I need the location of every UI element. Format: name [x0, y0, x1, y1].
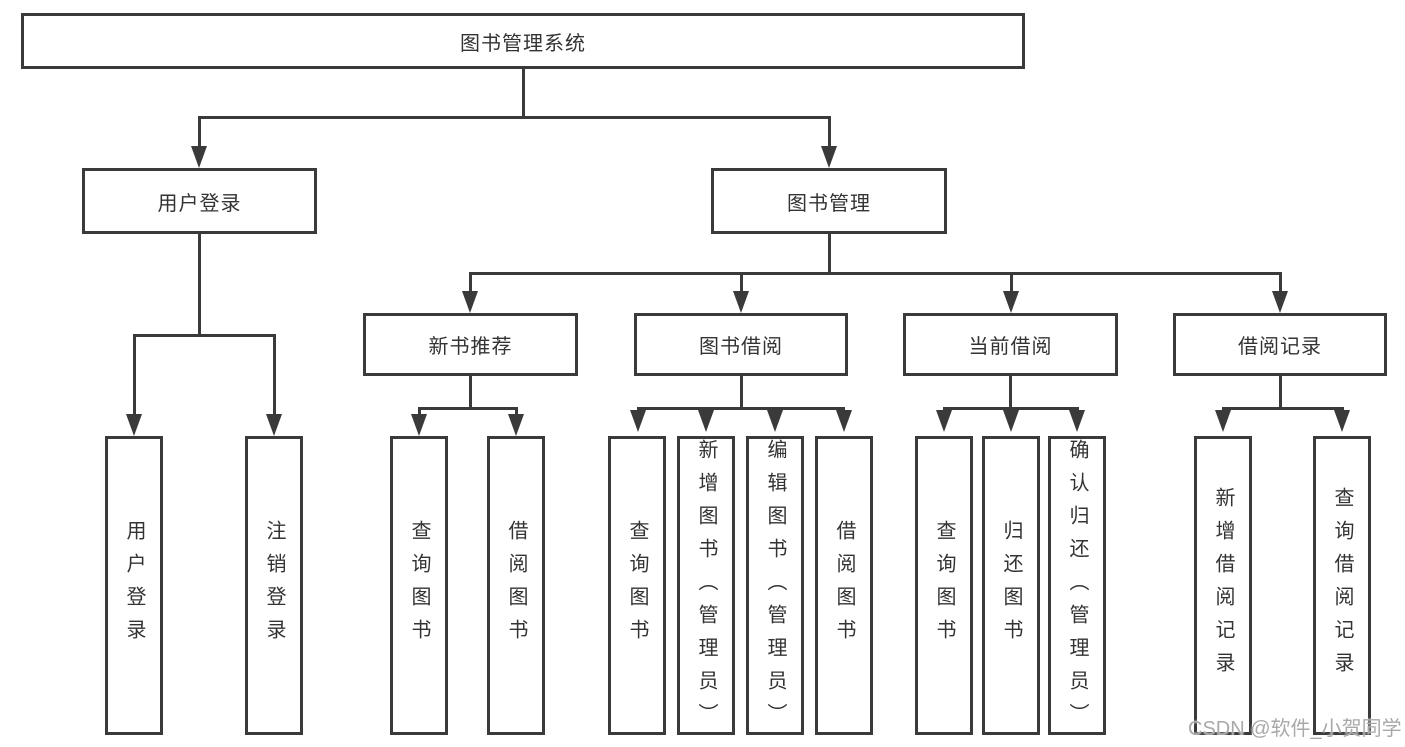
leaf-edit-books-admin: 编辑图书（管理员） [746, 436, 804, 736]
leaf-add-borrow-record-label: 新增借阅记录 [1212, 486, 1234, 685]
node-root-label: 图书管理系统 [460, 32, 586, 55]
arrow-down-icon [1272, 291, 1288, 313]
leaf-query-borrow-record-label: 查询借阅记录 [1331, 486, 1353, 685]
leaf-logout: 注销登录 [245, 436, 303, 735]
node-borrow-records-label: 借阅记录 [1238, 336, 1322, 358]
connector-bookmgmt-drop-1 [468, 273, 472, 293]
node-current-borrow: 当前借阅 [903, 313, 1118, 376]
leaf-borrow-books-1-label: 借阅图书 [505, 519, 527, 652]
connector-userlogin-rail [132, 333, 276, 337]
leaf-query-books-1: 查询图书 [390, 436, 448, 735]
arrow-down-icon [462, 291, 478, 313]
arrow-down-icon [508, 414, 524, 436]
connector-root-stem [521, 69, 525, 117]
connector-bookmgmt-drop-2 [739, 273, 743, 293]
leaf-query-books-2: 查询图书 [608, 436, 666, 735]
leaf-borrow-books-1: 借阅图书 [487, 436, 545, 735]
leaf-return-books-label: 归还图书 [1000, 519, 1022, 652]
node-book-borrow: 图书借阅 [634, 313, 848, 376]
connector-bookmgmt-drop-4 [1278, 273, 1282, 293]
connector-currentborrow-rail [942, 406, 1079, 410]
node-borrow-records: 借阅记录 [1173, 313, 1387, 376]
leaf-confirm-return-admin-label: 确认归还（管理员） [1066, 439, 1088, 736]
connector-newbook-stem [469, 376, 472, 408]
node-root: 图书管理系统 [21, 13, 1025, 69]
connector-currentborrow-stem [1009, 376, 1012, 408]
leaf-user-login-label: 用户登录 [123, 519, 145, 652]
leaf-query-books-1-label: 查询图书 [408, 519, 430, 652]
connector-userlogin-drop-2 [272, 335, 276, 415]
leaf-logout-label: 注销登录 [263, 519, 285, 652]
node-new-book-recommend-label: 新书推荐 [428, 336, 513, 358]
connector-borrowrecords-stem [1278, 376, 1282, 408]
connector-bookmgmt-drop-3 [1009, 273, 1013, 293]
connector-bookmgmt-stem [827, 234, 831, 273]
leaf-return-books: 归还图书 [982, 436, 1040, 735]
leaf-confirm-return-admin: 确认归还（管理员） [1048, 436, 1106, 736]
connector-bookborrow-rail [636, 406, 845, 410]
connector-newbook-drop-1 [417, 408, 421, 417]
leaf-add-books-admin: 新增图书（管理员） [677, 436, 735, 736]
node-current-borrow-label: 当前借阅 [968, 336, 1053, 358]
arrow-down-icon [1003, 291, 1019, 313]
arrow-down-icon [767, 410, 783, 432]
leaf-query-borrow-record: 查询借阅记录 [1313, 436, 1371, 735]
node-book-management-label: 图书管理 [787, 192, 871, 215]
arrow-down-icon [1215, 410, 1231, 432]
connector-root-drop-left [197, 117, 201, 148]
arrow-down-icon [126, 414, 142, 436]
leaf-add-books-admin-label: 新增图书（管理员） [695, 439, 717, 736]
arrow-down-icon [836, 410, 852, 432]
arrow-down-icon [630, 410, 646, 432]
connector-userlogin-stem [197, 234, 201, 335]
leaf-query-books-3: 查询图书 [915, 436, 973, 735]
arrow-down-icon [936, 410, 952, 432]
connector-userlogin-drop-1 [132, 335, 136, 415]
arrow-down-icon [191, 146, 207, 168]
connector-root-drop-right [827, 117, 831, 148]
arrow-down-icon [1003, 410, 1019, 432]
leaf-edit-books-admin-label: 编辑图书（管理员） [764, 439, 786, 736]
leaf-add-borrow-record: 新增借阅记录 [1194, 436, 1252, 735]
connector-root-rail [197, 115, 831, 119]
arrow-down-icon [821, 146, 837, 168]
arrow-down-icon [698, 410, 714, 432]
connector-newbook-rail [417, 406, 518, 410]
connector-bookborrow-stem [739, 376, 743, 408]
node-new-book-recommend: 新书推荐 [363, 313, 578, 376]
node-book-management: 图书管理 [711, 168, 947, 234]
leaf-user-login: 用户登录 [105, 436, 163, 735]
leaf-query-books-3-label: 查询图书 [933, 519, 955, 652]
node-book-borrow-label: 图书借阅 [699, 336, 783, 358]
arrow-down-icon [411, 414, 427, 436]
node-user-login: 用户登录 [82, 168, 317, 234]
arrow-down-icon [733, 291, 749, 313]
leaf-borrow-books-2: 借阅图书 [815, 436, 873, 735]
arrow-down-icon [1334, 410, 1350, 432]
leaf-query-books-2-label: 查询图书 [626, 519, 648, 652]
leaf-borrow-books-2-label: 借阅图书 [833, 519, 855, 652]
arrow-down-icon [1069, 410, 1085, 432]
connector-newbook-drop-2 [514, 408, 518, 417]
node-user-login-label: 用户登录 [157, 192, 242, 215]
csdn-watermark: CSDN @软件_小贺同学 [1188, 718, 1402, 740]
arrow-down-icon [266, 414, 282, 436]
connector-bookmgmt-rail [468, 271, 1282, 275]
connector-borrowrecords-rail [1221, 406, 1344, 410]
